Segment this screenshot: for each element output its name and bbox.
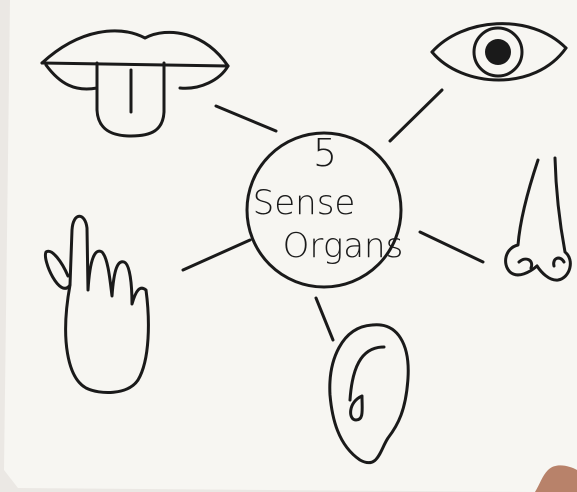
- pupil: [485, 39, 511, 65]
- center-label-sense: Sense: [253, 183, 356, 223]
- center-label-organs: Organs: [283, 226, 404, 266]
- center-number: 5: [313, 131, 337, 175]
